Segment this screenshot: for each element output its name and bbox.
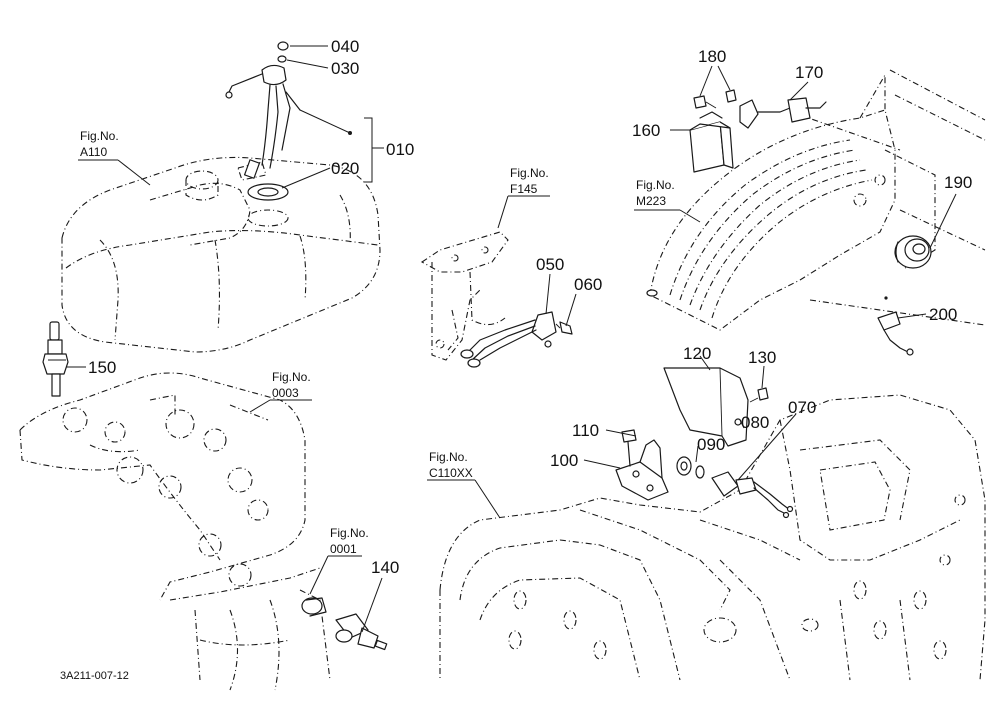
cover-120	[663, 367, 749, 447]
part-label-020: 020	[331, 159, 359, 178]
part-label-050: 050	[536, 255, 564, 274]
part-label-040: 040	[331, 37, 359, 56]
part-label-100: 100	[550, 451, 578, 470]
part-label-010: 010	[386, 140, 414, 159]
fig-ref-a110-code: A110	[80, 145, 107, 159]
gasket-020	[247, 183, 289, 201]
switch-070	[711, 471, 794, 519]
part-label-030: 030	[331, 59, 359, 78]
part-label-090: 090	[697, 435, 725, 454]
oil-pressure-switch-140	[301, 597, 388, 651]
part-label-170: 170	[795, 63, 823, 82]
part-label-180: 180	[698, 47, 726, 66]
relay-160	[689, 111, 734, 173]
connector-170	[739, 97, 827, 129]
fig-ref-f145-code: F145	[510, 182, 538, 196]
part-label-130: 130	[748, 348, 776, 367]
fuel-tank	[61, 156, 381, 353]
leader-lines	[66, 45, 957, 633]
part-label-060: 060	[574, 275, 602, 294]
fuel-sender-unit	[225, 41, 301, 179]
fig-ref-0001-label: Fig.No.	[330, 526, 369, 540]
bracket-100	[615, 439, 669, 501]
bolt-110	[621, 429, 637, 467]
fig-ref-0003-code: 0003	[272, 386, 299, 400]
fig-ref-f145-label: Fig.No.	[510, 166, 549, 180]
part-label-120: 120	[683, 344, 711, 363]
screw-060	[555, 321, 573, 335]
temperature-sender-150	[42, 321, 69, 397]
part-label-110: 110	[572, 421, 599, 440]
seat-switch-050	[460, 311, 557, 368]
fig-ref-m223-label: Fig.No.	[636, 178, 675, 192]
part-label-200: 200	[929, 305, 957, 324]
part-label-160: 160	[632, 121, 660, 140]
fig-ref-a110-label: Fig.No.	[80, 129, 119, 143]
bolt-130	[749, 387, 769, 403]
grommet-190	[894, 235, 932, 269]
fender	[646, 69, 986, 331]
bolts-180	[693, 89, 737, 109]
clip-200	[877, 296, 914, 356]
fig-ref-0003-label: Fig.No.	[272, 370, 311, 384]
part-label-150: 150	[88, 358, 116, 377]
transmission-case	[439, 394, 986, 681]
diagram-id: 3A211-007-12	[60, 670, 129, 682]
fig-ref-c110xx-label: Fig.No.	[429, 450, 468, 464]
part-label-140: 140	[371, 558, 399, 577]
part-labels: 040 030 010 020 150 140 050 060 120 130 …	[88, 37, 972, 577]
fig-ref-0001-code: 0001	[330, 542, 357, 556]
engine-block	[169, 567, 331, 691]
part-label-080: 080	[741, 413, 769, 432]
part-label-190: 190	[944, 173, 972, 192]
fig-ref-c110xx-code: C110XX	[429, 466, 473, 480]
part-label-070: 070	[788, 398, 816, 417]
bracket-010	[364, 117, 373, 183]
washer-090	[676, 456, 705, 479]
cylinder-head	[19, 372, 306, 601]
bracket-f145	[420, 231, 509, 361]
fig-ref-m223-code: M223	[636, 194, 666, 208]
figure-references: Fig.No. A110 Fig.No. F145 Fig.No. M223 F…	[80, 129, 675, 556]
